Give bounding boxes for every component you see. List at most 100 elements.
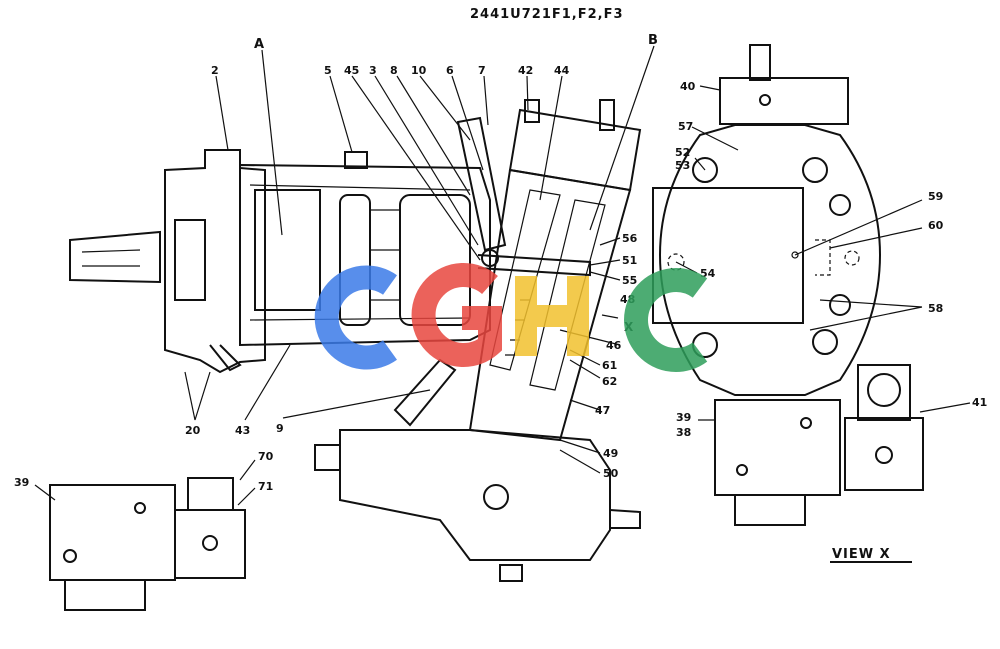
leader-lines	[34, 45, 971, 506]
callout-5: 5	[324, 64, 332, 77]
callout-52: 52	[675, 146, 690, 159]
callout-49: 49	[603, 447, 618, 460]
callout-8: 8	[390, 64, 398, 77]
callout-6: 6	[446, 64, 454, 77]
callout-40: 40	[680, 80, 696, 93]
hidden-passage-60	[815, 239, 831, 276]
block-bottom	[734, 494, 806, 526]
detail-port-a	[63, 549, 77, 563]
view-x-drawing	[652, 44, 924, 526]
callout-2: 2	[211, 64, 219, 77]
plug-5	[344, 151, 368, 169]
valve-block-39	[714, 399, 841, 496]
watermark-letter-c2	[624, 268, 708, 372]
callout-7: 7	[478, 64, 486, 77]
callout-56: 56	[622, 232, 638, 245]
detail-valve-70	[174, 509, 246, 579]
solenoid-face	[867, 373, 901, 407]
callout-45: 45	[344, 64, 359, 77]
hidden-port-54	[667, 253, 685, 271]
drawing-title: 2441U721F1,F2,F3	[470, 7, 624, 22]
section-letter-b: B	[648, 33, 658, 48]
watermark-letter-h	[515, 276, 589, 356]
block-port-b	[800, 417, 812, 429]
cap-screw-block	[314, 444, 341, 471]
shaft-keyway	[81, 249, 141, 267]
top-fitting	[749, 44, 771, 81]
section-letter-a: A	[254, 37, 264, 52]
spring-cylinder-44	[489, 189, 561, 371]
watermark-letter-g	[411, 263, 502, 367]
callout-55: 55	[622, 274, 637, 287]
watermark-letter-c	[314, 265, 397, 370]
lever-pin-51	[481, 249, 499, 267]
callout-47: 47	[595, 404, 610, 417]
view-x-label: VIEW X	[832, 547, 891, 562]
callout-41: 41	[972, 396, 987, 409]
bolt-hole-r1	[829, 194, 851, 216]
tie-rod-9	[393, 358, 457, 427]
callout-59: 59	[928, 190, 943, 203]
callout-39-right: 39	[676, 411, 691, 424]
bolt-hole-ur	[802, 157, 828, 183]
solenoid-valve-41	[844, 417, 924, 491]
callout-20: 20	[185, 424, 201, 437]
solenoid-nut	[875, 446, 893, 464]
callout-46: 46	[606, 339, 622, 352]
top-port	[759, 94, 771, 106]
callout-62: 62	[602, 375, 617, 388]
callout-38: 38	[676, 426, 691, 439]
callout-53: 53	[675, 159, 690, 172]
center-body	[652, 187, 804, 324]
side-fitting	[609, 509, 641, 529]
bolt-hole-r2	[829, 294, 851, 316]
callout-10: 10	[411, 64, 427, 77]
mount-flange	[658, 124, 882, 396]
front-bearing	[174, 219, 206, 301]
orifice-59	[791, 251, 799, 259]
port-opening	[483, 484, 509, 510]
callout-50: 50	[603, 467, 619, 480]
lower-control-block-50	[339, 429, 611, 561]
detail-block-39	[49, 484, 176, 581]
solenoid-coil	[857, 364, 911, 421]
bolt-hole-lr	[812, 329, 838, 355]
front-cover	[164, 149, 266, 374]
drive-shaft	[69, 230, 161, 284]
link-55	[477, 254, 591, 277]
callout-51: 51	[622, 254, 637, 267]
callout-71: 71	[258, 480, 273, 493]
detail-nut	[202, 535, 218, 551]
adjust-screw-left	[524, 99, 540, 123]
detail-coil-71	[187, 477, 234, 511]
callout-58: 58	[928, 302, 943, 315]
callout-44: 44	[554, 64, 570, 77]
callout-39-left: 39	[14, 476, 29, 489]
top-cover-40	[719, 77, 849, 125]
piston-plate	[339, 194, 371, 326]
callout-3: 3	[369, 64, 377, 77]
detail-port-b	[134, 502, 146, 514]
block-port-a	[736, 464, 748, 476]
bolt-hole-52	[692, 157, 718, 183]
watermark-logo	[314, 263, 708, 372]
callout-70: 70	[258, 450, 274, 463]
cylinder-barrel-A	[254, 189, 321, 311]
drain-plug	[499, 564, 523, 582]
adjust-screw-B	[599, 99, 615, 131]
detail-39-70-71	[49, 477, 246, 611]
callout-57: 57	[678, 120, 693, 133]
callout-61: 61	[602, 359, 617, 372]
piston-rods	[370, 209, 400, 301]
hidden-port-right	[844, 250, 860, 266]
callout-9: 9	[276, 422, 284, 435]
callout-43: 43	[235, 424, 250, 437]
callout-60: 60	[928, 219, 944, 232]
feedback-lever-6	[456, 116, 507, 252]
callout-42: 42	[518, 64, 533, 77]
callout-labels: 2 A 5 45 3 8 10 6 7 42 44 B 56 51 55 48 …	[14, 33, 987, 493]
mount-foot	[209, 344, 242, 372]
detail-block-bottom	[64, 579, 146, 611]
